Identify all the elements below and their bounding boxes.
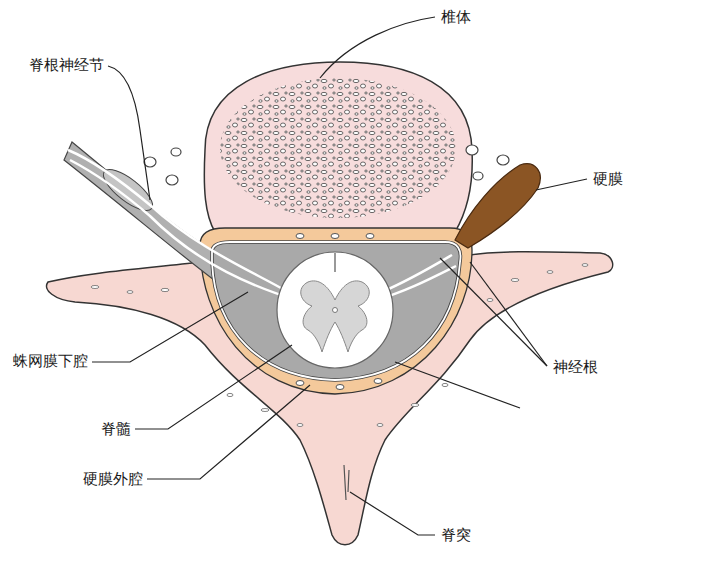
vessel: [296, 381, 304, 386]
trabecular-bone: [220, 78, 456, 218]
vessel: [374, 379, 382, 384]
bone-pore: [487, 299, 493, 302]
vessel: [497, 155, 509, 165]
vessel: [331, 234, 339, 239]
part-label: 脊根神经节: [28, 56, 105, 74]
vessel: [466, 145, 478, 155]
vessels: [144, 145, 509, 185]
dura-sleeve: [455, 164, 540, 248]
bone-pore: [261, 409, 269, 412]
vessel: [296, 234, 304, 239]
bone-pore: [377, 424, 383, 427]
vessel: [144, 157, 156, 167]
part-label: 蛛网膜下腔: [12, 352, 89, 370]
central-canal: [333, 308, 338, 313]
arachnoid-line: [212, 242, 460, 380]
part-label: 硬膜外腔: [82, 470, 144, 488]
leader-line: [395, 362, 520, 408]
median-fissure: [334, 253, 336, 272]
bone-pore: [547, 271, 553, 274]
root-sleeve: [64, 142, 215, 280]
bone-pore: [91, 286, 99, 289]
nerve-root: [68, 150, 288, 292]
part-label: 神经根: [552, 358, 599, 376]
bone-pore: [582, 264, 588, 267]
bone-pore: [161, 288, 169, 291]
spinal-cord: [277, 252, 393, 368]
part-label: 脊突: [440, 526, 472, 544]
part-label: 椎体: [440, 8, 472, 26]
bone-pore: [442, 383, 448, 386]
leader-line: [135, 345, 292, 429]
part-label: 硬膜: [592, 170, 624, 188]
leader-line: [147, 385, 310, 479]
bone-pore: [227, 393, 233, 396]
bone-pore: [511, 279, 519, 282]
bone-pore: [411, 404, 419, 407]
vertebral-body: [204, 62, 472, 232]
leader-line: [320, 17, 435, 78]
vessel: [166, 175, 178, 185]
leader-line: [108, 66, 150, 200]
leader-line: [536, 179, 587, 190]
bone-pore: [127, 291, 133, 294]
vertebral-arch: [47, 252, 613, 545]
leader-line: [350, 492, 435, 535]
part-label: 脊髓: [100, 420, 132, 438]
vessel: [171, 148, 181, 156]
leader-line: [440, 258, 547, 366]
leader-line: [92, 292, 248, 362]
vessel: [366, 234, 374, 239]
spinous-streak: [344, 465, 349, 500]
leader-line: [470, 262, 547, 366]
vessel: [473, 172, 483, 180]
leader-lines: [92, 17, 587, 535]
epidural-space: [200, 228, 472, 394]
vessel: [336, 385, 344, 390]
nerve-root: [70, 160, 296, 300]
bone-pore: [297, 424, 303, 427]
gray-matter: [301, 281, 369, 352]
dural-sac-outline: [212, 242, 460, 380]
